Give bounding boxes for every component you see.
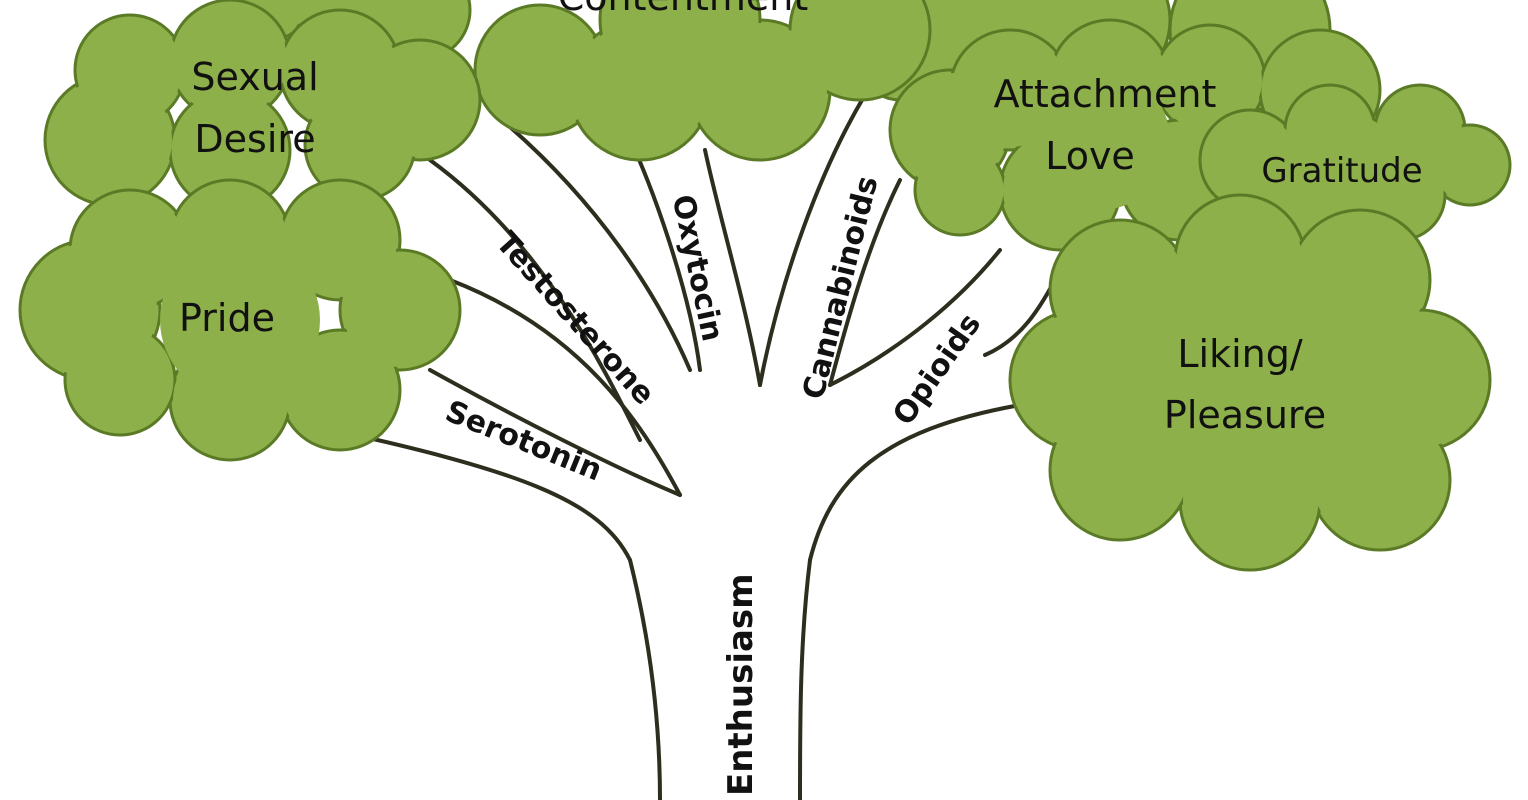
branch-label-testosterone: Testosterone [489,225,662,411]
branch-label-opioids: Opioids [886,307,988,432]
tree-branches [308,93,1062,800]
cloud-liking-pleasure: Liking/ Pleasure [1008,193,1492,572]
label-attachment-love-line2: Love [1045,134,1135,178]
cloud-contentment: Contentment [473,0,932,162]
label-liking-line2: Pleasure [1164,393,1326,437]
label-sexual-desire-line1: Sexual [191,55,318,99]
label-pride: Pride [179,296,275,340]
branch-label-serotonin: Serotonin [440,394,606,488]
label-attachment-love-line1: Attachment [994,72,1217,116]
trunk-label-enthusiasm: Enthusiasm [721,573,761,796]
label-liking-line1: Liking/ [1177,332,1302,376]
cloud-pride: Pride [18,178,462,462]
label-sexual-desire-line2: Desire [194,117,315,161]
label-contentment: Contentment [558,0,809,19]
cloud-sexual-desire: Sexual Desire [43,0,482,212]
label-gratitude: Gratitude [1261,151,1422,191]
